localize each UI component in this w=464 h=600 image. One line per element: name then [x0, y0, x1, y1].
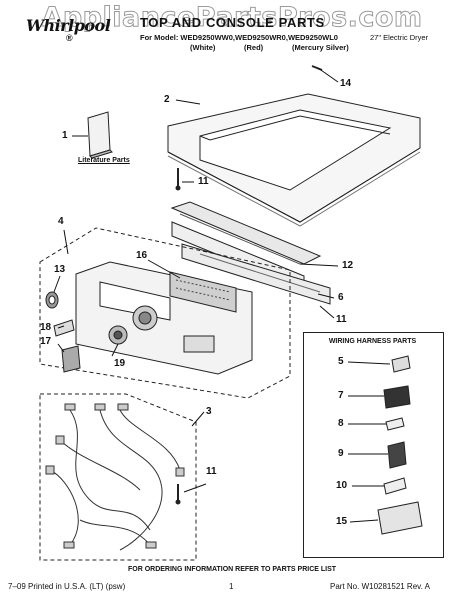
callout-5: 5: [338, 356, 344, 367]
callout-18: 18: [40, 322, 52, 333]
callout-11-middle: 11: [336, 314, 347, 325]
callout-12: 12: [342, 260, 354, 271]
callout-11-upper: 11: [198, 176, 209, 187]
callout-16: 16: [136, 250, 148, 261]
wire-harness: [45, 403, 185, 551]
bracket: [53, 319, 75, 337]
callout-8: 8: [338, 418, 344, 429]
brand-registered-mark: ®: [66, 33, 73, 43]
harness-part-7: [383, 385, 411, 409]
harness-part-9: [387, 441, 407, 469]
callout-9: 9: [338, 448, 344, 459]
wiring-harness-box: [303, 332, 444, 558]
top-panel: [167, 93, 421, 227]
callout-13: 13: [54, 264, 66, 275]
color-red: (Red): [244, 43, 264, 52]
knob: [61, 345, 81, 373]
callout-4: 4: [58, 216, 64, 227]
part-number: Part No. W10281521 Rev. A: [330, 582, 430, 591]
color-white: (White): [190, 43, 216, 52]
page-title: TOP AND CONSOLE PARTS: [140, 15, 325, 30]
callout-1: 1: [62, 130, 68, 141]
callout-2: 2: [164, 94, 170, 105]
callout-7: 7: [338, 390, 344, 401]
callout-11-lower: 11: [206, 466, 217, 477]
watermark: AppliancePartsPros.com: [41, 2, 423, 34]
model-line: For Model: WED9250WW0,WED9250WR0,WED9250…: [140, 33, 338, 42]
product-type: 27" Electric Dryer: [370, 33, 429, 42]
literature-booklet: [87, 111, 113, 159]
harness-part-5: [391, 355, 411, 373]
callout-3: 3: [206, 406, 212, 417]
callout-17: 17: [40, 336, 52, 347]
callout-14: 14: [340, 78, 352, 89]
screw-lower: [175, 484, 181, 505]
brand-logo: Whirlpool: [26, 16, 111, 35]
console-frame: [170, 201, 331, 305]
callout-6: 6: [338, 292, 344, 303]
color-silver: (Mercury Silver): [292, 43, 349, 52]
knob-ring: [45, 291, 59, 309]
harness-part-10: [383, 477, 407, 495]
screw-upper: [175, 168, 181, 191]
page-number: 1: [229, 582, 234, 591]
console-panel: [75, 261, 253, 375]
harness-part-8: [385, 417, 405, 431]
literature-label: Literature Parts: [78, 157, 130, 164]
callout-15: 15: [336, 516, 348, 527]
harness-part-15: [377, 501, 423, 535]
callout-10: 10: [336, 480, 348, 491]
encoder: [108, 325, 128, 345]
callout-19: 19: [114, 358, 126, 369]
print-info: 7–09 Printed in U.S.A. (LT) (psw): [8, 582, 126, 591]
ordering-note: FOR ORDERING INFORMATION REFER TO PARTS …: [127, 566, 337, 573]
wiring-harness-title: WIRING HARNESS PARTS: [328, 338, 417, 345]
